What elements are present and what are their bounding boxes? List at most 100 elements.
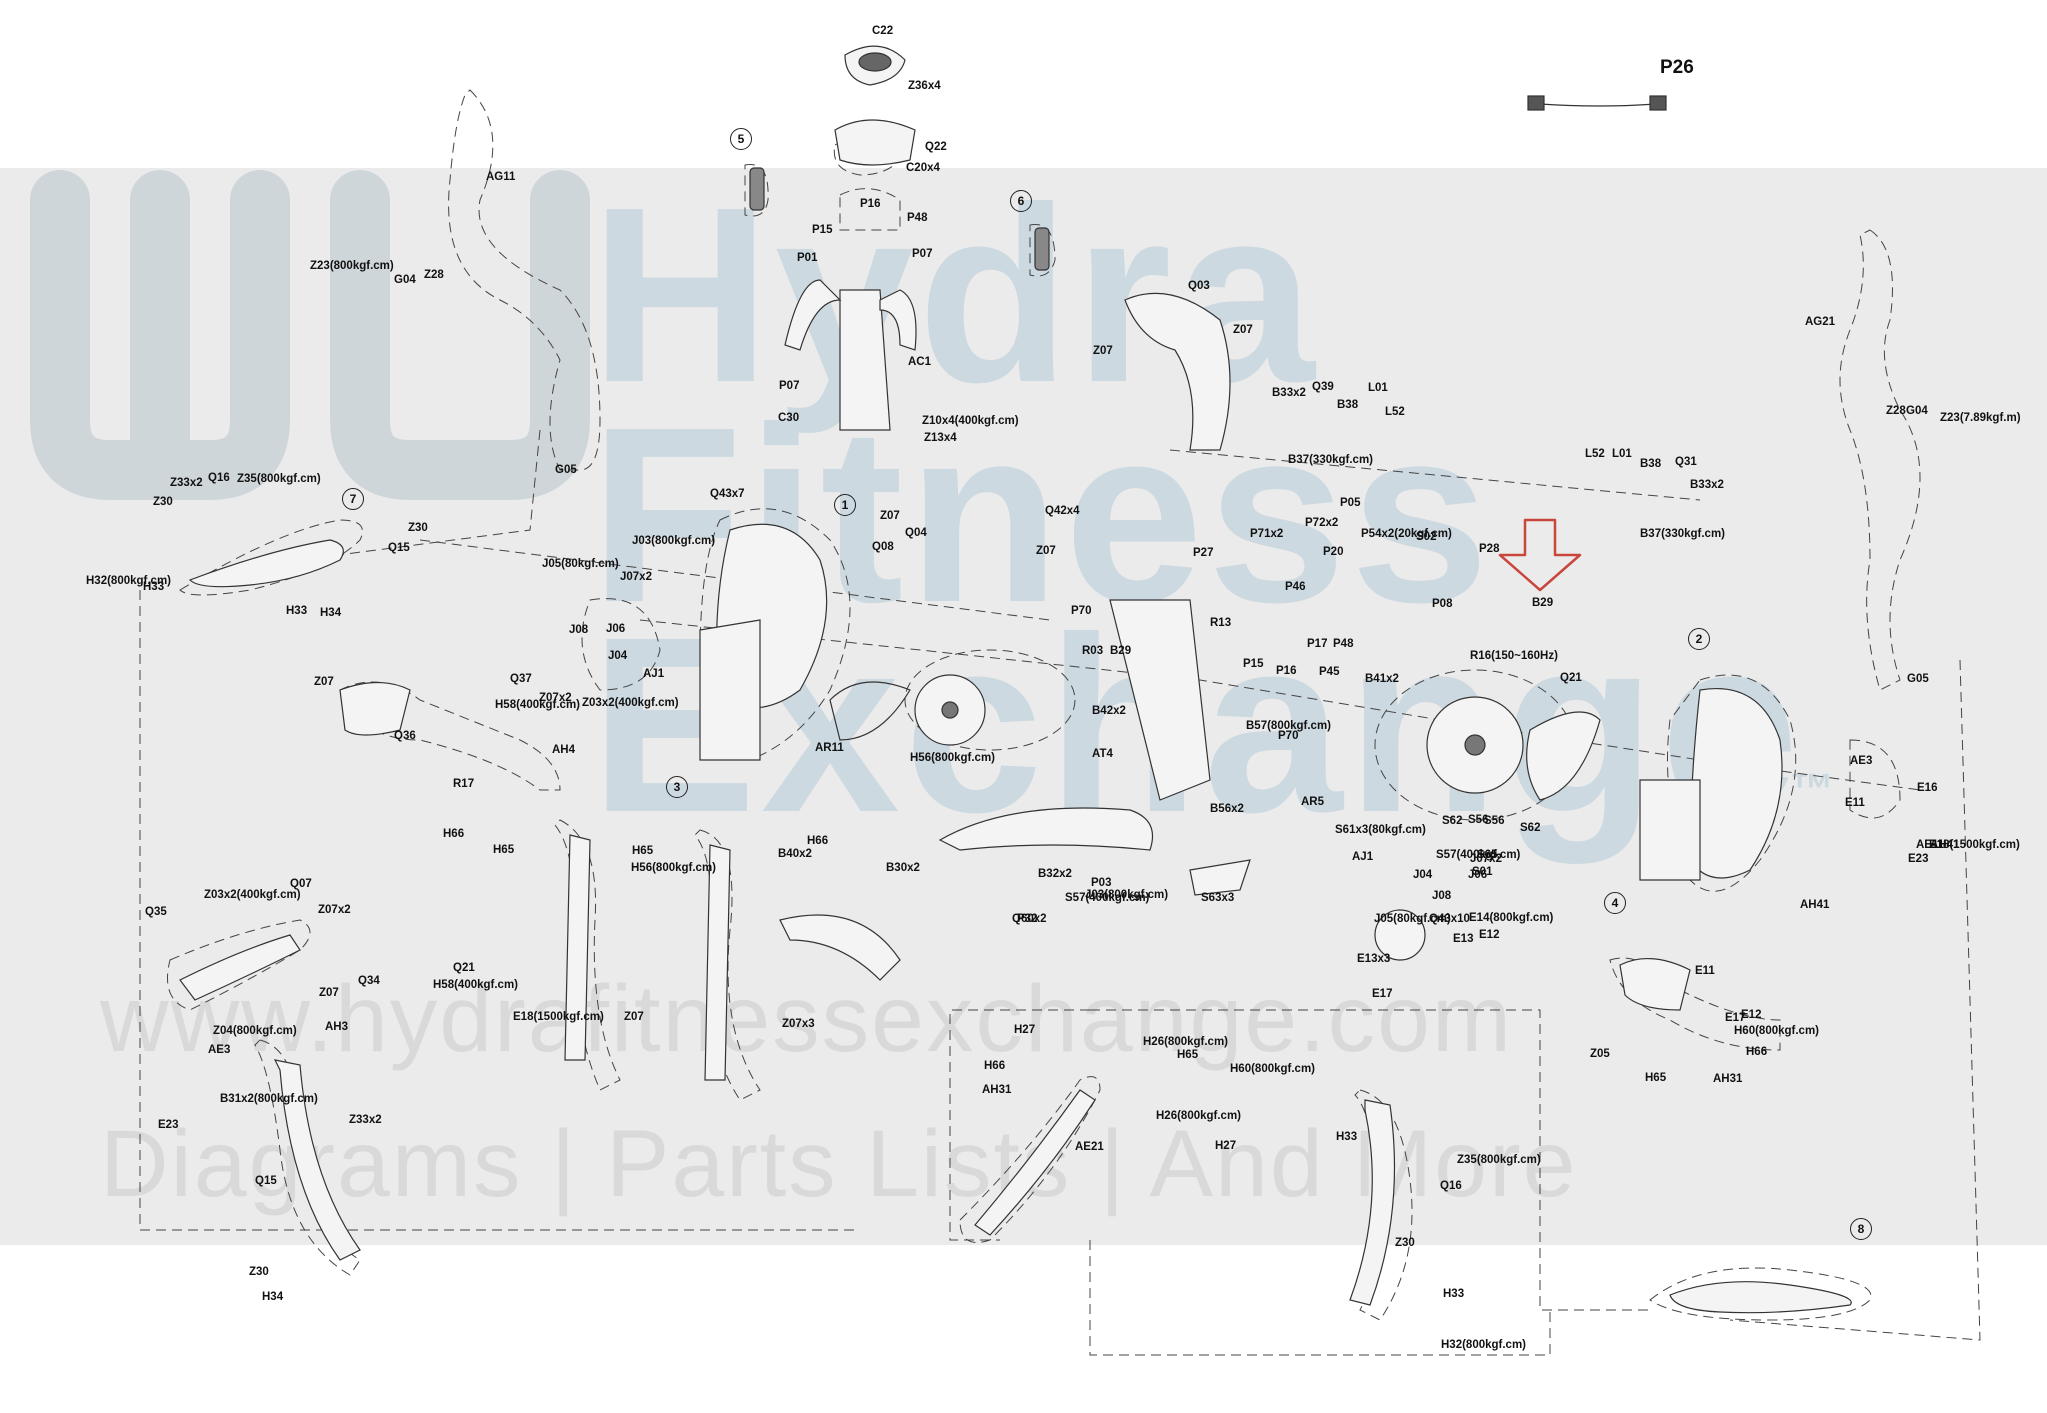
part-label: P26 xyxy=(1660,57,1694,78)
part-label: P48 xyxy=(1333,638,1354,650)
part-label: P45 xyxy=(1319,666,1340,678)
pedal-right-outline xyxy=(1649,1267,1872,1321)
rear-shroud-q03 xyxy=(1124,292,1231,451)
part-label: H66 xyxy=(443,828,465,840)
part-label: AC1 xyxy=(908,356,932,368)
part-label: AJ1 xyxy=(1352,851,1374,863)
part-label: E17 xyxy=(1372,988,1393,1000)
part-label: AH31 xyxy=(982,1084,1012,1096)
part-label: E13 xyxy=(1453,933,1474,945)
part-label: Z07 xyxy=(1036,545,1056,557)
part-label: P48 xyxy=(907,212,928,224)
part-label: Z30 xyxy=(408,522,428,534)
part-label: H33 xyxy=(286,605,308,617)
part-label: AR5 xyxy=(1301,796,1325,808)
part-label: P72x2 xyxy=(1305,517,1339,529)
part-label: P46 xyxy=(1285,581,1306,593)
part-label: Z07 xyxy=(880,510,900,522)
part-label: Q43x7 xyxy=(710,488,745,500)
part-label: H65 xyxy=(1645,1072,1667,1084)
part-label: Q03 xyxy=(1188,280,1210,292)
part-label: R13 xyxy=(1210,617,1232,629)
part-label: E14(800kgf.cm) xyxy=(1469,912,1554,924)
part-label: AJ1 xyxy=(643,668,665,680)
frame-base xyxy=(938,807,1154,851)
lower-leg-right-outline xyxy=(1354,1089,1413,1321)
pulley-outline xyxy=(904,649,1076,751)
part-label: J08 xyxy=(569,624,589,636)
part-label: Q04 xyxy=(905,527,927,539)
part-label: Z35(800kgf.cm) xyxy=(1457,1154,1541,1166)
part-label: Z03x2(400kgf.cm) xyxy=(582,697,679,709)
part-label: P15 xyxy=(812,224,833,236)
part-label: H66 xyxy=(807,835,829,847)
part-label: E16 xyxy=(1917,782,1938,794)
part-label: Z07x2 xyxy=(539,692,572,704)
part-label: P08 xyxy=(1432,598,1453,610)
part-label: AG11 xyxy=(486,171,516,183)
part-label: S62 xyxy=(1520,822,1541,834)
part-label: Q42x4 xyxy=(1045,505,1080,517)
part-label: Z36x4 xyxy=(908,80,941,92)
part-label: AT4 xyxy=(1092,748,1113,760)
part-label: Z30 xyxy=(153,496,173,508)
part-label: G05 xyxy=(1907,673,1929,685)
part-label: J06 xyxy=(1468,869,1488,881)
pulley-hub xyxy=(941,701,959,719)
part-label: H33 xyxy=(143,581,165,593)
power-cord-p26 xyxy=(1539,103,1656,107)
part-label: Q31 xyxy=(1675,456,1697,468)
part-label: H60(800kgf.cm) xyxy=(1734,1025,1820,1037)
part-label: Z07 xyxy=(624,1011,644,1023)
part-label: S61x3(80kgf.cm) xyxy=(1335,824,1426,836)
callout-badge: 8 xyxy=(1850,1218,1872,1240)
front-handle-left xyxy=(339,681,411,736)
frame-connector-mid xyxy=(1090,1009,1650,1311)
part-label: S57(400kgf.cm) xyxy=(1065,892,1150,904)
part-label: Z30 xyxy=(249,1266,269,1278)
part-label: C30 xyxy=(778,412,800,424)
part-label: Q43x10 xyxy=(1429,913,1470,925)
flywheel-hub xyxy=(1464,734,1486,756)
part-label: J07x2 xyxy=(1470,853,1502,865)
part-label: L52 xyxy=(1585,448,1605,460)
part-label: Z10x4(400kgf.cm) xyxy=(922,415,1019,427)
part-label: P15 xyxy=(1243,658,1264,670)
part-label: Z35(800kgf.cm) xyxy=(237,473,321,485)
part-label: H58(400kgf.cm) xyxy=(495,699,581,711)
callout-badge: 3 xyxy=(666,776,688,798)
part-label: Z07 xyxy=(314,676,334,688)
cover-p32 xyxy=(1189,859,1251,896)
part-label: Q08 xyxy=(872,541,894,553)
part-label: AR11 xyxy=(815,742,844,754)
part-label: B29 xyxy=(1532,597,1554,609)
part-label: P28 xyxy=(1479,543,1500,555)
pod-6-outline xyxy=(1029,223,1056,277)
part-label: H32(800kgf.cm) xyxy=(1441,1339,1527,1351)
part-label: Z28 xyxy=(424,269,444,281)
part-label: S56 xyxy=(1484,815,1505,827)
part-label: S65 xyxy=(1477,849,1498,861)
part-label: H65 xyxy=(632,845,654,857)
part-label: AH41 xyxy=(1800,899,1830,911)
part-label: G05 xyxy=(555,464,577,476)
handlebar-left xyxy=(784,279,842,351)
part-label: P16 xyxy=(860,198,881,210)
part-label: E18(1500kgf.cm) xyxy=(1929,839,2020,851)
part-label: E23 xyxy=(158,1119,179,1131)
part-label: B40x2 xyxy=(778,848,812,860)
part-label: S02 xyxy=(1416,531,1437,543)
part-label: R16(150~160Hz) xyxy=(1470,650,1558,662)
part-label: Z07x3 xyxy=(782,1018,815,1030)
part-label: H66 xyxy=(1746,1046,1768,1058)
part-label: Q21 xyxy=(453,962,475,974)
part-label: Z28 xyxy=(1886,405,1906,417)
part-label: AH41 xyxy=(1930,839,1960,851)
part-label: Z23(7.89kgf.m) xyxy=(1940,412,2021,424)
part-label: J08 xyxy=(1432,890,1452,902)
part-label: R03 xyxy=(1082,645,1104,657)
part-label: AE3 xyxy=(1850,755,1873,767)
part-label: E12 xyxy=(1741,1009,1762,1021)
part-label: J03(800kgf.cm) xyxy=(632,535,716,547)
